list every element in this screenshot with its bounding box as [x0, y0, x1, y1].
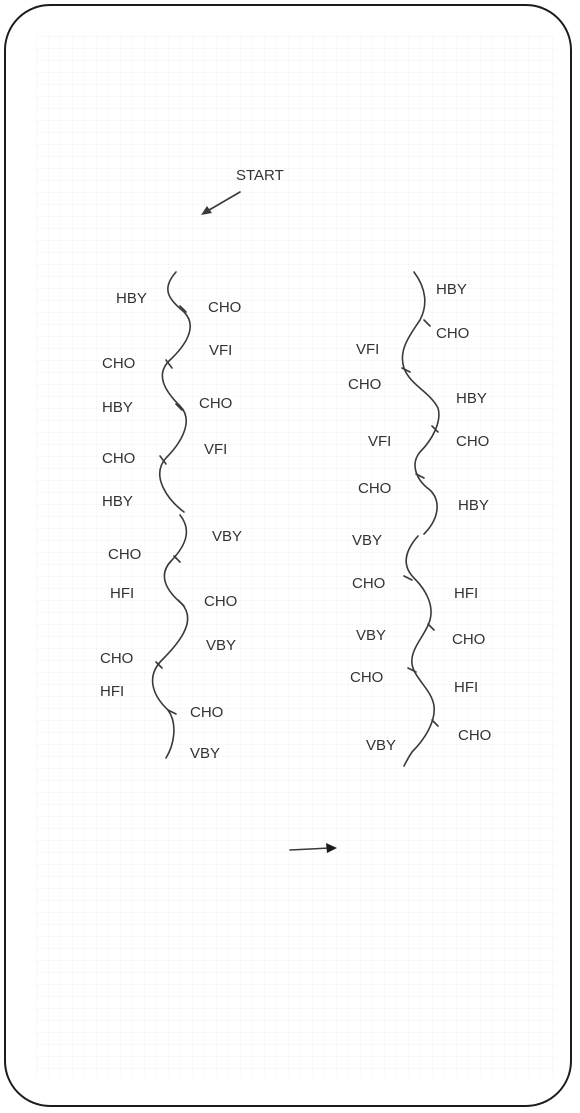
right-label-r2: CHO — [436, 325, 469, 342]
left-label-l10: VBY — [212, 528, 242, 545]
right-label-r1: HBY — [436, 281, 467, 298]
left-label-l11: CHO — [108, 546, 141, 563]
right-label-r17: VBY — [366, 737, 396, 754]
right-label-r4: CHO — [348, 376, 381, 393]
left-label-l4: CHO — [102, 355, 135, 372]
right-label-r11: CHO — [352, 575, 385, 592]
right-label-r18: CHO — [458, 727, 491, 744]
right-label-r8: CHO — [358, 480, 391, 497]
left-label-l1: HBY — [116, 290, 147, 307]
right-label-r9: HBY — [458, 497, 489, 514]
left-label-l13: CHO — [204, 593, 237, 610]
right-label-r7: CHO — [456, 433, 489, 450]
left-label-l12: HFI — [110, 585, 134, 602]
diagram-card — [4, 4, 572, 1107]
left-strand — [151, 271, 191, 759]
left-label-l7: VFI — [204, 441, 227, 458]
right-label-r6: VFI — [368, 433, 391, 450]
right-tick-marks — [401, 319, 439, 727]
left-label-l14: VBY — [206, 637, 236, 654]
right-label-r10: VBY — [352, 532, 382, 549]
right-label-r16: HFI — [454, 679, 478, 696]
left-label-l8: CHO — [102, 450, 135, 467]
left-label-l15: CHO — [100, 650, 133, 667]
right-label-r5: HBY — [456, 390, 487, 407]
left-label-l3: VFI — [209, 342, 232, 359]
left-label-l9: HBY — [102, 493, 133, 510]
start-label: START — [236, 167, 284, 184]
direction-arrow — [289, 843, 337, 853]
right-strand — [401, 271, 440, 767]
left-tick-marks — [155, 305, 187, 715]
left-label-l5: HBY — [102, 399, 133, 416]
left-label-l16: HFI — [100, 683, 124, 700]
left-label-l6: CHO — [199, 395, 232, 412]
start-arrow — [201, 191, 241, 215]
left-label-l17: CHO — [190, 704, 223, 721]
right-label-r14: CHO — [452, 631, 485, 648]
right-label-r3: VFI — [356, 341, 379, 358]
right-label-r12: HFI — [454, 585, 478, 602]
left-label-l18: VBY — [190, 745, 220, 762]
background-grid — [36, 36, 556, 1076]
right-label-r13: VBY — [356, 627, 386, 644]
left-label-l2: CHO — [208, 299, 241, 316]
right-label-r15: CHO — [350, 669, 383, 686]
